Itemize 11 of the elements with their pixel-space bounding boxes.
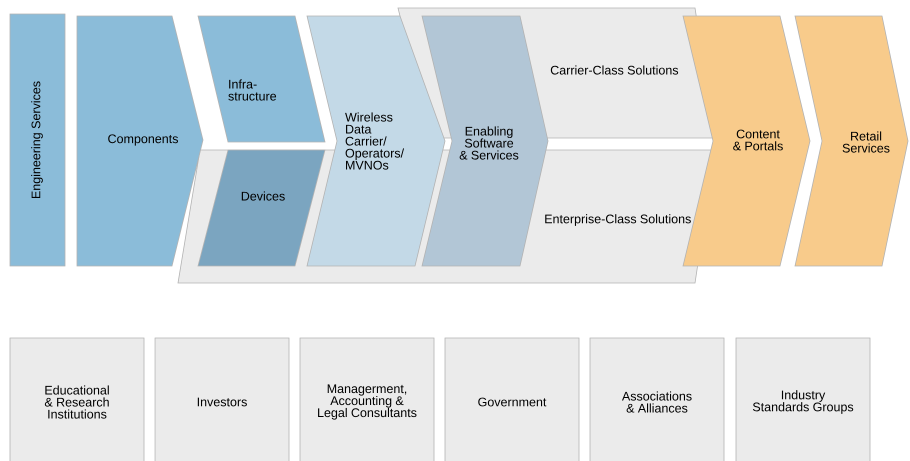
group-box: Managerment, Accounting & Legal Consultants (300, 338, 434, 461)
group-box: Industry Standards Groups (736, 338, 870, 461)
value-chain-stage: Components (76, 16, 204, 266)
group-box: Associations & Alliances (590, 338, 724, 461)
value-chain-stage: Infra- structure (198, 16, 326, 142)
value-chain-stage: Retail Services (794, 16, 908, 266)
side-bar: Engineering Services (10, 14, 66, 266)
value-chain-stage: Wireless Data Carrier/ Operators/ MVNOs (306, 16, 446, 266)
group-box: Educational & Research Institutions (10, 338, 144, 461)
group-box: Investors (154, 338, 290, 461)
group-box: Government (444, 338, 580, 461)
